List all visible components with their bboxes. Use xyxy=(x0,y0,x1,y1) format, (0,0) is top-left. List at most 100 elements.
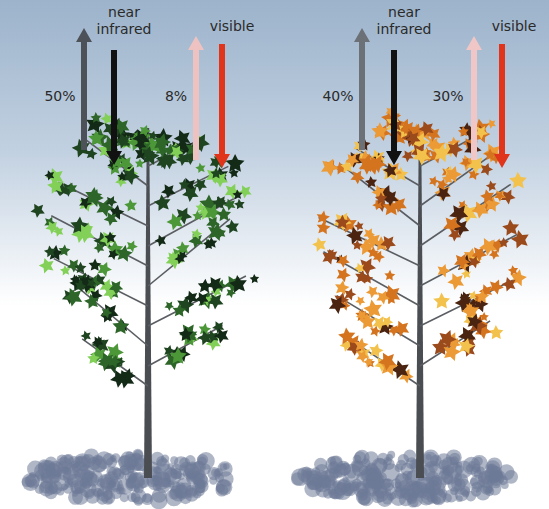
leaf xyxy=(233,198,245,210)
shadow-spot xyxy=(339,464,346,471)
leaf xyxy=(210,167,222,178)
leaf xyxy=(202,238,215,252)
leaf xyxy=(314,219,332,237)
leaf xyxy=(164,300,176,312)
light-arrow xyxy=(106,50,122,165)
leaf xyxy=(335,280,351,296)
leaf xyxy=(323,248,340,264)
leaf xyxy=(431,291,454,314)
leaf xyxy=(99,302,120,323)
leaf xyxy=(469,197,493,221)
shadow-spot xyxy=(30,479,37,486)
leaf xyxy=(445,269,468,292)
leaf xyxy=(205,275,224,295)
leaf xyxy=(343,151,360,169)
shadow-spot xyxy=(387,451,395,459)
shadow-spot xyxy=(109,479,121,491)
shadow-spot xyxy=(474,470,483,479)
band-label: visible xyxy=(202,18,262,35)
light-arrow xyxy=(466,36,482,160)
shadow-spot xyxy=(174,471,182,479)
leaf xyxy=(192,210,203,220)
leaf xyxy=(498,237,509,247)
leaf xyxy=(412,145,434,168)
leaf xyxy=(404,129,423,148)
leaf xyxy=(469,255,482,268)
leaf xyxy=(318,155,341,178)
leaf xyxy=(153,233,168,247)
tree-trunk xyxy=(144,128,152,478)
leaf xyxy=(377,232,398,253)
leaf xyxy=(89,111,104,126)
shadow-spot xyxy=(96,493,108,505)
shadow-spot xyxy=(366,463,377,474)
leaf xyxy=(332,213,352,233)
band-label: visible xyxy=(484,18,544,35)
shadow-spot xyxy=(452,463,458,469)
leaf xyxy=(86,128,108,150)
leaf xyxy=(85,351,102,368)
leaf xyxy=(418,121,434,137)
shadow-spot xyxy=(412,482,429,499)
shadow-spot xyxy=(167,463,174,470)
shadow-spot xyxy=(134,484,144,494)
leaf xyxy=(227,273,252,298)
leaf xyxy=(116,244,134,263)
leaf xyxy=(465,167,481,183)
shadow-spot xyxy=(41,472,52,483)
leaf xyxy=(458,126,470,137)
shadow-spot xyxy=(329,461,339,471)
percent-label: 8% xyxy=(159,88,193,105)
leaf xyxy=(365,245,380,260)
band-label: near infrared xyxy=(88,4,160,38)
leaf xyxy=(133,137,148,153)
leaf xyxy=(182,288,200,305)
leaf xyxy=(440,172,456,187)
shadow-spot xyxy=(85,472,94,481)
leaf xyxy=(228,166,242,180)
leaf xyxy=(434,183,454,203)
leaf xyxy=(106,277,126,297)
leaf xyxy=(116,170,127,182)
leaf xyxy=(360,298,385,323)
leaf xyxy=(400,149,414,163)
leaf xyxy=(336,325,360,349)
shadow-spot xyxy=(95,451,113,469)
light-arrow xyxy=(214,44,230,168)
shadow-spot xyxy=(358,492,371,505)
leaf xyxy=(140,125,152,137)
shadow-spot xyxy=(332,481,338,487)
shadow-spot xyxy=(456,495,463,502)
shadow-spot xyxy=(484,466,501,483)
tree-branch xyxy=(420,235,517,286)
tree-branch xyxy=(355,343,420,386)
tree-branch xyxy=(148,326,223,366)
leaf xyxy=(171,127,193,148)
shadow-spot xyxy=(170,484,187,501)
shadow-spot xyxy=(162,478,172,488)
leaf xyxy=(336,253,352,269)
leaf xyxy=(446,226,463,243)
tree-branch xyxy=(420,184,511,246)
shadow-spot xyxy=(426,471,440,485)
leaf xyxy=(58,178,78,198)
leaf xyxy=(391,317,412,338)
leaf xyxy=(215,226,229,240)
leaf xyxy=(364,175,378,189)
shadow-spot xyxy=(83,481,91,489)
tree-branch xyxy=(148,219,230,286)
leaf xyxy=(209,168,230,189)
leaf xyxy=(44,176,66,197)
percent-label: 40% xyxy=(318,88,358,105)
tree-branch xyxy=(51,216,148,266)
leaf xyxy=(108,365,133,390)
leaf xyxy=(333,264,353,284)
leaf xyxy=(153,193,172,211)
leaf xyxy=(501,277,515,292)
shadow-spot xyxy=(152,488,167,503)
leaf xyxy=(441,341,463,362)
leaf xyxy=(353,260,368,275)
shadow-spot xyxy=(68,490,83,505)
leaf xyxy=(355,350,370,364)
